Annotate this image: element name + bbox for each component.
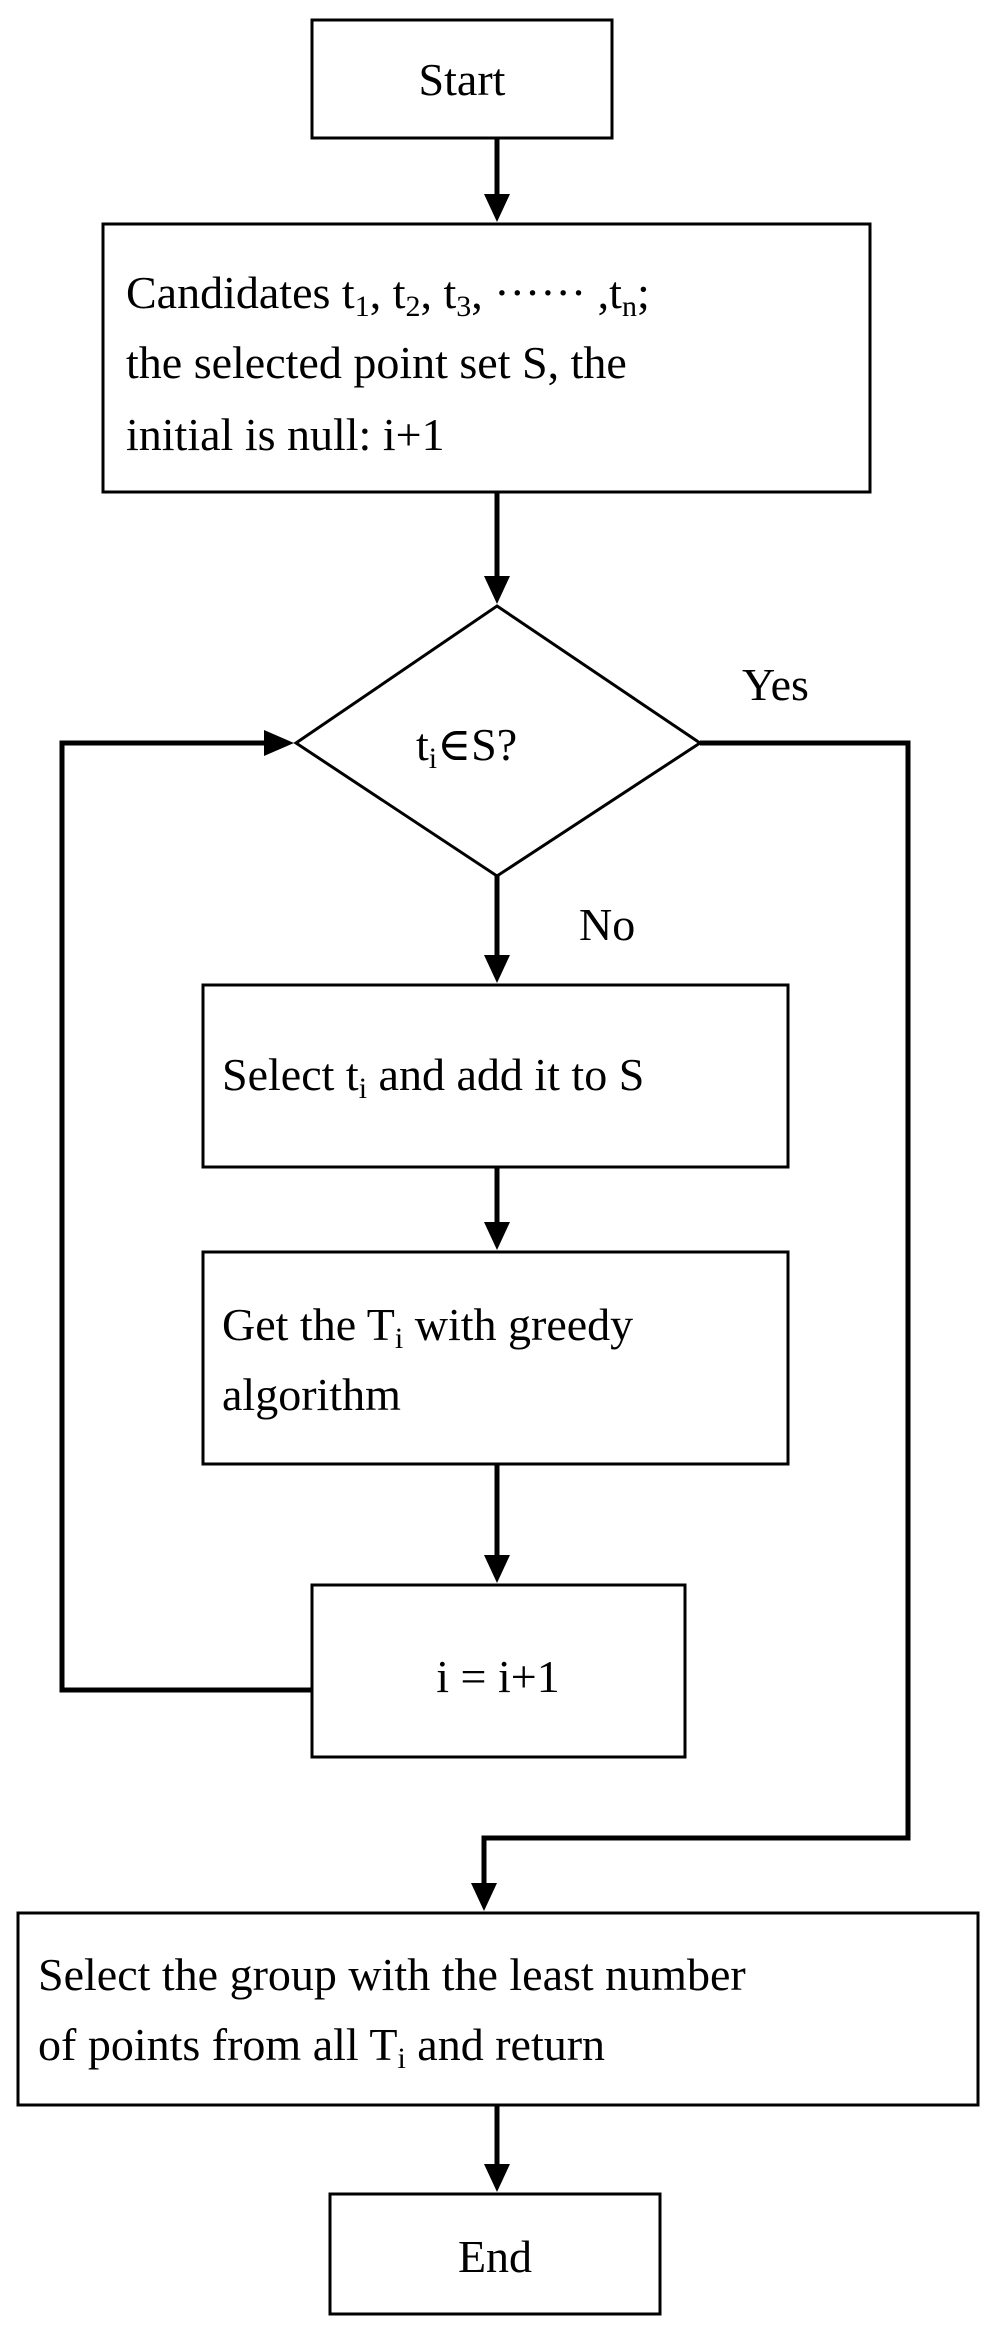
init-line-2: the selected point set S, the <box>126 337 627 388</box>
start-label: Start <box>419 54 506 105</box>
yes-label: Yes <box>742 659 809 710</box>
select-node <box>201 983 790 1169</box>
increment-node <box>310 1583 687 1759</box>
result-line-2: of points from all Ti and return <box>38 2019 605 2075</box>
result-node <box>16 1911 980 2107</box>
arrow-start-to-init <box>484 138 510 222</box>
loop-back-arrow <box>59 730 312 1693</box>
init-node <box>101 222 872 494</box>
select-step-label: Select ti and add it to S <box>222 1049 644 1105</box>
init-line-1: Candidates t1, t2, t3, ······ ,tn; <box>126 267 650 323</box>
arrow-greedy-to-increment <box>484 1464 510 1583</box>
arrow-result-to-end <box>484 2105 510 2192</box>
decision-label: ti∈S? <box>416 719 517 775</box>
greedy-step-line-1: Get the Ti with greedy <box>222 1299 633 1355</box>
end-node <box>328 2192 662 2316</box>
no-label: No <box>579 899 635 950</box>
start-node <box>310 18 614 140</box>
arrow-select-to-greedy <box>484 1167 510 1250</box>
init-line-3: initial is null: i+1 <box>126 409 445 460</box>
increment-step-label: i = i+1 <box>436 1651 559 1702</box>
end-label: End <box>458 2231 532 2282</box>
arrow-decision-to-select <box>484 876 510 983</box>
yes-branch-arrow <box>471 740 911 1911</box>
result-line-1: Select the group with the least number <box>38 1949 746 2000</box>
greedy-step-line-2: algorithm <box>222 1369 401 1420</box>
greedy-node <box>201 1250 790 1466</box>
arrow-init-to-decision <box>484 492 510 604</box>
